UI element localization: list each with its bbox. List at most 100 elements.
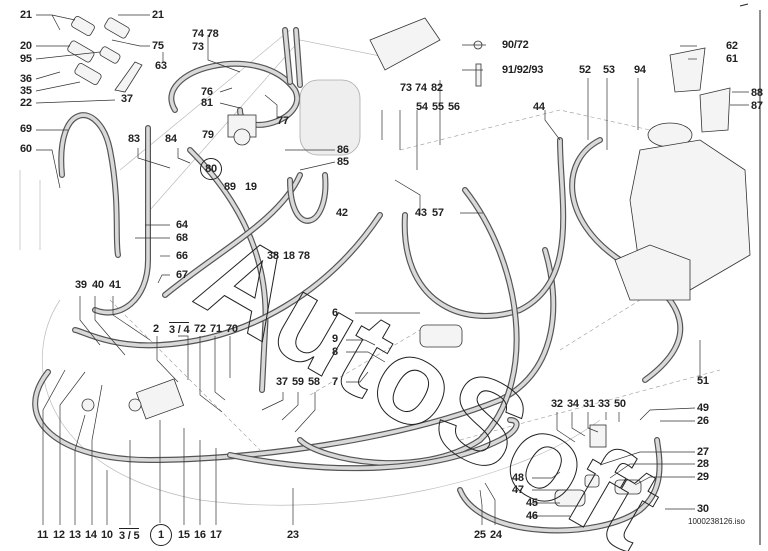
- watermark-text: AutoSoft: [177, 206, 683, 551]
- fitting-3-5: [128, 398, 142, 412]
- callout-54: 54: [416, 101, 428, 113]
- callout-43: 43: [415, 207, 427, 219]
- callout-49: 49: [697, 402, 709, 414]
- coupling-29: [614, 479, 642, 495]
- assembly-outlines: [19, 29, 721, 506]
- callout-71: 71: [210, 323, 222, 335]
- motor-6: [419, 324, 463, 348]
- callout-3-5: 3 / 5: [119, 528, 140, 542]
- callout-37b: 37: [276, 376, 288, 388]
- callout-6: 6: [332, 307, 338, 319]
- callout-39: 39: [75, 279, 87, 291]
- assembly-marker: 1: [150, 524, 172, 546]
- callout-40: 40: [92, 279, 104, 291]
- fitting-95: [99, 46, 121, 64]
- callout-47: 47: [512, 484, 524, 496]
- callout-88: 88: [751, 87, 763, 99]
- document-id: 1000238126.iso: [688, 517, 745, 526]
- callout-38: 38: [267, 250, 279, 262]
- nipple-28: [584, 474, 600, 488]
- callout-56: 56: [448, 101, 460, 113]
- callout-48: 48: [512, 472, 524, 484]
- rail-82: [369, 17, 441, 71]
- callout-55: 55: [432, 101, 444, 113]
- callout-69: 69: [20, 123, 32, 135]
- callout-60: 60: [20, 143, 32, 155]
- callout-72: 72: [194, 323, 206, 335]
- hose-69: [58, 112, 121, 258]
- callout-8: 8: [332, 346, 338, 358]
- tank-bracket: [614, 244, 691, 301]
- callout-12: 12: [53, 529, 65, 541]
- bolt-91: [475, 63, 482, 87]
- callout-91-92-93: 91/92/93: [502, 64, 544, 76]
- callout-44: 44: [533, 101, 545, 113]
- callout-19: 19: [245, 181, 257, 193]
- pump-unit: [299, 79, 361, 156]
- callout-14: 14: [85, 529, 97, 541]
- callout-83: 83: [128, 133, 140, 145]
- callout-53: 53: [603, 64, 615, 76]
- callout-82: 82: [431, 82, 443, 94]
- callout-77: 77: [277, 115, 289, 127]
- callout-67: 67: [176, 269, 188, 281]
- leader-lines: [35, 14, 749, 525]
- callout-68: 68: [176, 232, 188, 244]
- callout-21b: 21: [152, 9, 164, 21]
- solenoid-80: [233, 128, 251, 146]
- callout-74-78: 74 78: [192, 28, 219, 40]
- callout-20: 20: [20, 40, 32, 52]
- callout-90-72: 90/72: [502, 39, 529, 51]
- callout-46: 46: [526, 510, 538, 522]
- callout-42: 42: [336, 207, 348, 219]
- frame-mark: [739, 3, 749, 7]
- callout-28: 28: [697, 458, 709, 470]
- callout-36: 36: [20, 73, 32, 85]
- callout-23: 23: [287, 529, 299, 541]
- callout-76: 76: [201, 86, 213, 98]
- callout-89: 89: [224, 181, 236, 193]
- bracket-22: [114, 61, 143, 93]
- callout-10: 10: [101, 529, 113, 541]
- callout-81: 81: [201, 97, 213, 109]
- callout-16: 16: [194, 529, 206, 541]
- callout-35: 35: [20, 85, 32, 97]
- filter-61: [669, 47, 706, 93]
- callout-32: 32: [551, 398, 563, 410]
- callout-73a: 73: [192, 41, 204, 53]
- callout-21a: 21: [20, 9, 32, 21]
- callout-2: 2: [153, 323, 159, 335]
- callout-78b: 78: [298, 250, 310, 262]
- callout-50: 50: [614, 398, 626, 410]
- callout-26: 26: [697, 415, 709, 427]
- callout-3-4: 3 / 4: [169, 322, 190, 336]
- callout-29: 29: [697, 471, 709, 483]
- callout-79: 79: [202, 129, 214, 141]
- callout-57: 57: [432, 207, 444, 219]
- callout-31: 31: [583, 398, 595, 410]
- callout-95: 95: [20, 53, 32, 65]
- callout-75: 75: [152, 40, 164, 52]
- callout-52: 52: [579, 64, 591, 76]
- callout-9: 9: [332, 333, 338, 345]
- hose-44: [401, 137, 567, 319]
- callout-63: 63: [155, 60, 167, 72]
- callout-64: 64: [176, 219, 188, 231]
- callout-66: 66: [176, 250, 188, 262]
- callout-51: 51: [697, 375, 709, 387]
- callout-74b: 74: [415, 82, 427, 94]
- callout-80: 80: [200, 158, 222, 180]
- callout-85: 85: [337, 156, 349, 168]
- callout-22: 22: [20, 97, 32, 109]
- callout-41: 41: [109, 279, 121, 291]
- callout-86: 86: [337, 144, 349, 156]
- callout-24: 24: [490, 529, 502, 541]
- callout-37a: 37: [121, 93, 133, 105]
- callout-84: 84: [165, 133, 177, 145]
- hoses: [32, 27, 684, 534]
- callout-87: 87: [751, 100, 763, 112]
- watermark: AutoSoft: [177, 206, 684, 551]
- valve-block-1: [135, 378, 185, 420]
- callout-30: 30: [697, 503, 709, 515]
